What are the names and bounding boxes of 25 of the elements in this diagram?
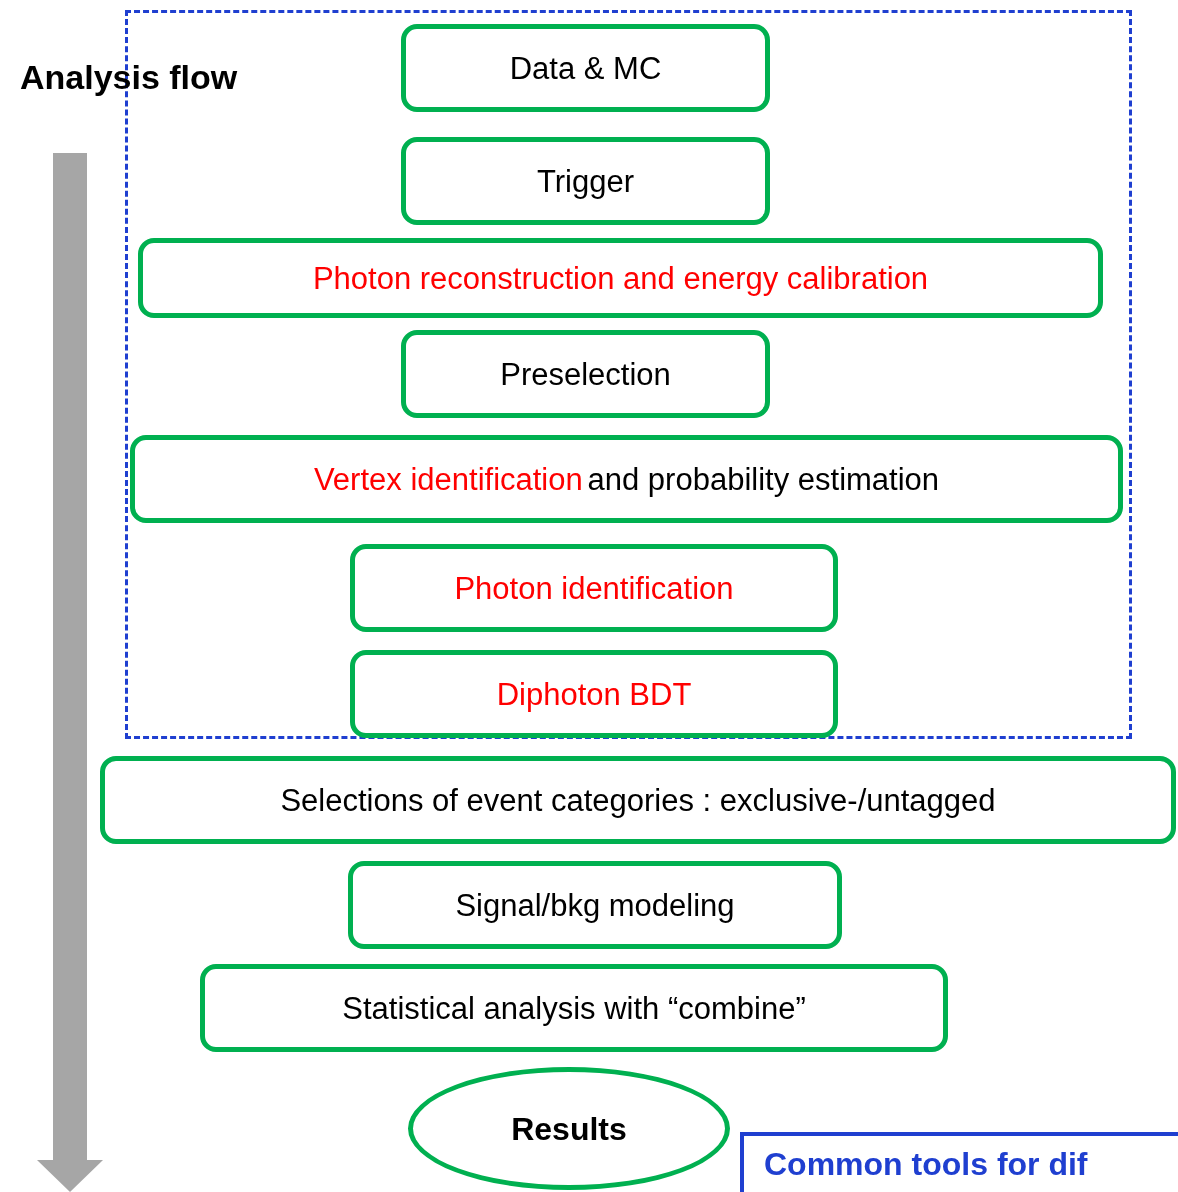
box-label: Trigger xyxy=(536,165,634,197)
box-label: Common tools for dif xyxy=(764,1148,1088,1180)
title: Analysis flow xyxy=(20,60,238,94)
process-box xyxy=(350,650,838,738)
process-box xyxy=(130,435,1123,523)
process-box xyxy=(138,238,1103,318)
process-box xyxy=(348,861,842,949)
box-label: Vertex identification xyxy=(313,463,583,495)
box-label: Diphoton BDT xyxy=(496,678,692,710)
box-label: and probability estimation xyxy=(587,463,940,495)
box-label: Signal/bkg modeling xyxy=(455,889,735,921)
process-box xyxy=(350,544,838,632)
process-box xyxy=(740,1132,1178,1192)
box-label: Selections of event categories : exclusive-/untagged xyxy=(280,784,996,816)
process-box xyxy=(401,24,770,112)
process-box xyxy=(200,964,948,1052)
process-box xyxy=(401,330,770,418)
box-label: Photon identification xyxy=(454,572,734,604)
box-label: Data & MC xyxy=(509,52,662,84)
process-box xyxy=(100,756,1176,844)
process-box xyxy=(401,137,770,225)
box-label: Results xyxy=(511,1112,627,1145)
box-label: Statistical analysis with “combine” xyxy=(342,992,806,1024)
box-label: Preselection xyxy=(500,358,671,390)
box-label: Photon reconstruction and energy calibration xyxy=(312,262,929,294)
